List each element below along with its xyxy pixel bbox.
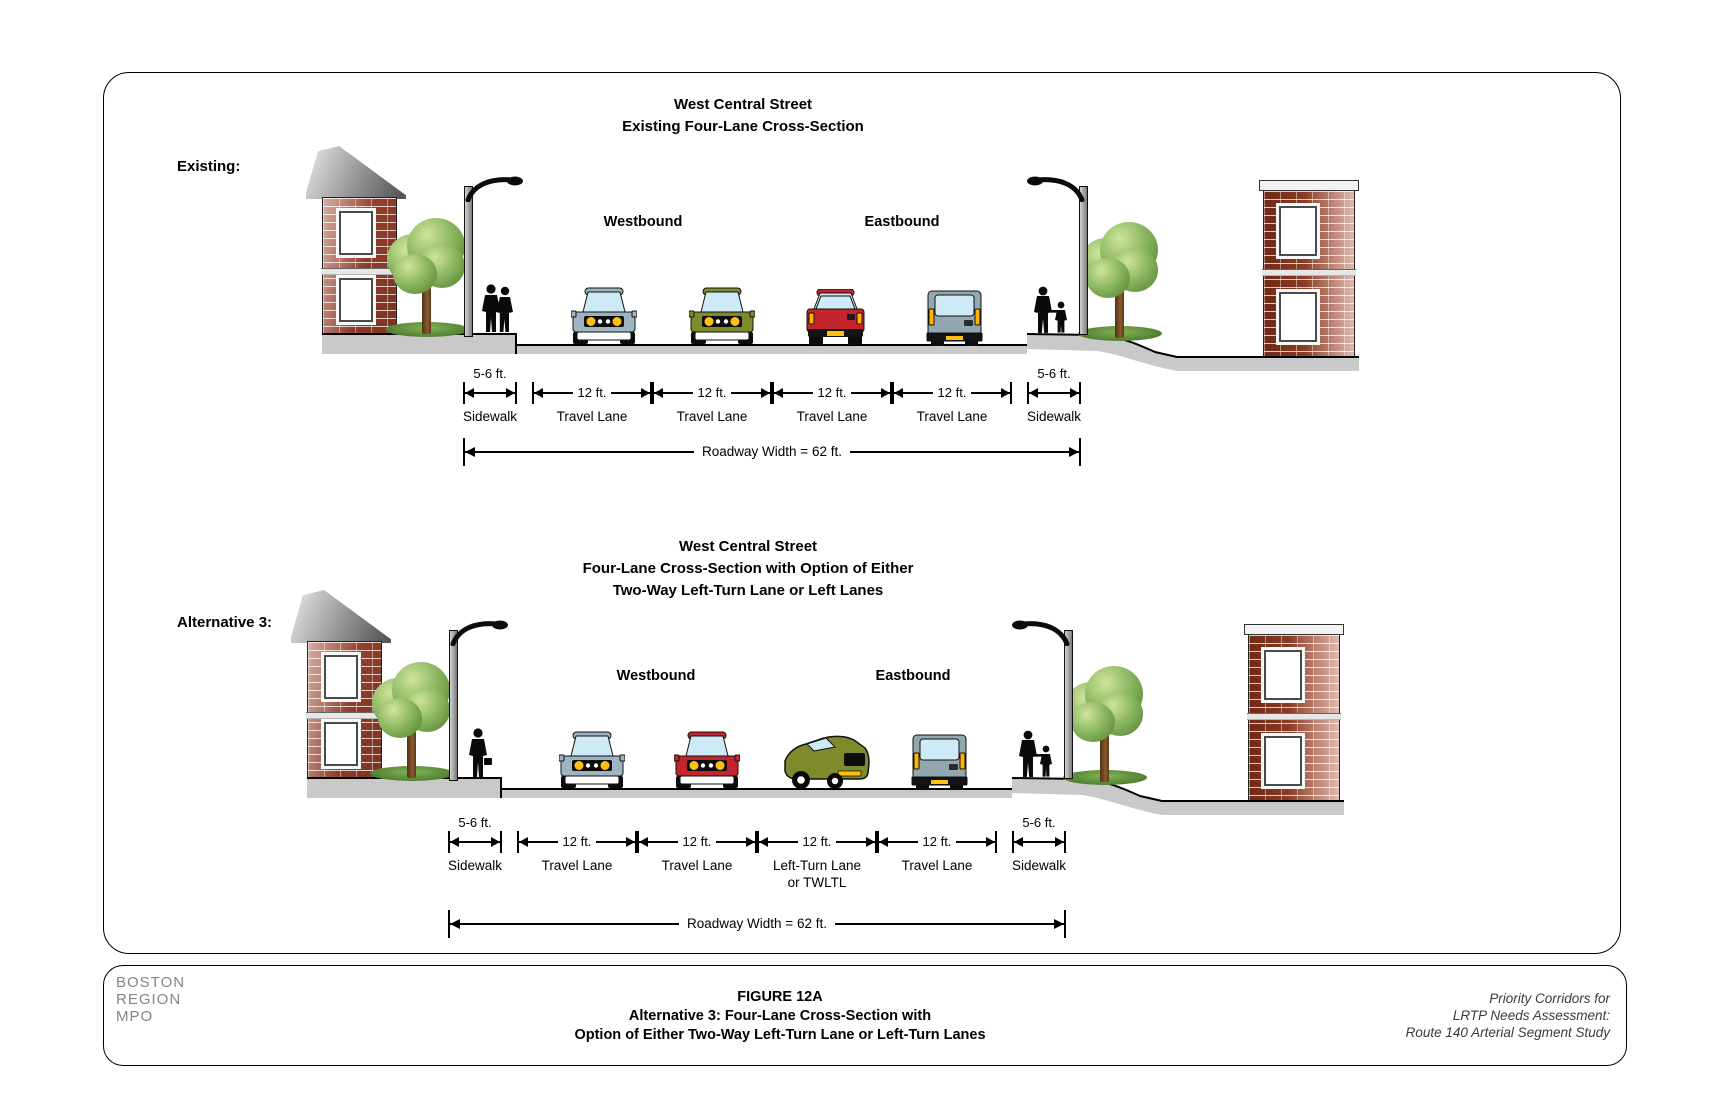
dimension-travel-lane: 12 ft.: [877, 831, 997, 855]
window-icon: [1279, 206, 1317, 256]
tree-trunk: [1100, 734, 1109, 782]
dimension-name: Travel Lane: [901, 858, 973, 873]
building-floor-divider: [1247, 713, 1341, 720]
dimension-left-turn-lane: 12 ft.: [757, 831, 877, 855]
pedestrian-icon: [469, 728, 492, 777]
tree-icon: [385, 218, 469, 338]
section-title-existing: West Central Street Existing Four-Lane C…: [498, 94, 988, 138]
streetlight-lamp-icon: [1012, 620, 1070, 646]
minivan-rear-icon: [911, 734, 968, 790]
dimension-name: Travel Lane: [541, 858, 613, 873]
westbound-label: Westbound: [616, 668, 696, 684]
window-icon: [339, 278, 373, 322]
title-line: Four-Lane Cross-Section with Option of E…: [582, 560, 914, 577]
dimension-name: Sidewalk: [1011, 858, 1067, 873]
eastbound-label: Eastbound: [875, 668, 951, 684]
section-label-existing: Existing:: [177, 158, 241, 175]
figure-number: FIGURE 12A: [737, 989, 823, 1005]
car-front-icon: [571, 287, 637, 344]
building-cornice: [1244, 624, 1344, 635]
figure-title-line: Option of Either Two-Way Left-Turn Lane …: [574, 1027, 986, 1043]
dimension-sidewalk-right: 5-6 ft.: [1027, 366, 1081, 406]
car-rear-icon: [806, 289, 865, 345]
streetlight-pole: [1079, 186, 1088, 335]
title-line: Two-Way Left-Turn Lane or Left Lanes: [612, 582, 884, 599]
tree-icon: [1078, 222, 1162, 342]
dimension-sidewalk-left: 5-6 ft.: [463, 366, 517, 406]
figure-caption: FIGURE 12A Alternative 3: Four-Lane Cros…: [450, 988, 1110, 1045]
footer-frame: [103, 965, 1627, 1066]
window-icon: [1279, 292, 1317, 342]
dimension-travel-lane: 12 ft.: [892, 382, 1012, 406]
car-front-icon: [674, 731, 740, 788]
streetlight-lamp-icon: [1027, 176, 1085, 202]
dimension-name: Sidewalk: [1026, 409, 1082, 424]
window-icon: [1264, 736, 1302, 786]
dimension-name: Travel Lane: [916, 409, 988, 424]
pedestrians-icon: [482, 284, 513, 332]
dimension-name: Travel Lane: [661, 858, 733, 873]
dimension-travel-lane: 12 ft.: [772, 382, 892, 406]
pedestrians-icon: [1019, 730, 1052, 777]
window-icon: [339, 211, 373, 255]
car-front-icon: [689, 287, 755, 344]
dimension-sidewalk-left: 5-6 ft.: [448, 815, 502, 855]
section-label-alternative3: Alternative 3:: [177, 614, 273, 631]
dimension-travel-lane: 12 ft.: [637, 831, 757, 855]
road-surface: [517, 344, 1027, 354]
car-turning-icon: [784, 735, 870, 789]
building-floor-divider: [1262, 269, 1356, 276]
tree-trunk: [1115, 290, 1124, 338]
dimension-travel-lane: 12 ft.: [652, 382, 772, 406]
streetlight-lamp-icon: [450, 620, 508, 646]
minivan-rear-icon: [926, 290, 983, 346]
dimension-travel-lane: 12 ft.: [517, 831, 637, 855]
title-line: West Central Street: [673, 96, 813, 113]
dimension-name: Travel Lane: [556, 409, 628, 424]
dimension-name: Travel Lane: [676, 409, 748, 424]
tree-trunk: [407, 730, 416, 778]
window-icon: [1264, 650, 1302, 700]
title-line: West Central Street: [678, 538, 818, 555]
eastbound-label: Eastbound: [864, 214, 940, 230]
road-surface: [502, 788, 1012, 798]
streetlight-pole: [1064, 630, 1073, 779]
building-cornice: [1259, 180, 1359, 191]
sidewalk-right-slope: [1012, 777, 1344, 815]
building-floor-divider: [306, 712, 383, 719]
tree-icon: [1063, 666, 1147, 786]
project-attribution: Priority Corridors for LRTP Needs Assess…: [1405, 991, 1610, 1040]
figure-title-line: Alternative 3: Four-Lane Cross-Section w…: [628, 1008, 932, 1024]
building-floor-divider: [321, 268, 398, 275]
dimension-name: Sidewalk: [447, 858, 503, 873]
pedestrians-icon: [1034, 286, 1067, 333]
dimension-name: Travel Lane: [796, 409, 868, 424]
streetlight-lamp-icon: [465, 176, 523, 202]
dimension-travel-lane: 12 ft.: [532, 382, 652, 406]
dimension-sidewalk-right: 5-6 ft.: [1012, 815, 1066, 855]
roadway-width-dimension: Roadway Width = 62 ft.: [448, 910, 1066, 938]
car-front-icon: [559, 731, 625, 788]
window-icon: [324, 655, 358, 699]
streetlight-pole: [449, 630, 458, 781]
streetlight-pole: [464, 186, 473, 337]
boston-region-mpo-logo: BOSTON REGION MPO: [116, 974, 186, 1025]
tree-trunk: [422, 286, 431, 334]
tree-icon: [370, 662, 454, 782]
window-icon: [324, 722, 358, 766]
building-right: [1247, 634, 1341, 804]
westbound-label: Westbound: [603, 214, 683, 230]
section-title-alternative3: West Central Street Four-Lane Cross-Sect…: [503, 536, 993, 602]
dimension-name: Sidewalk: [462, 409, 518, 424]
roadway-width-dimension: Roadway Width = 62 ft.: [463, 438, 1081, 466]
title-line: Existing Four-Lane Cross-Section: [622, 118, 864, 135]
